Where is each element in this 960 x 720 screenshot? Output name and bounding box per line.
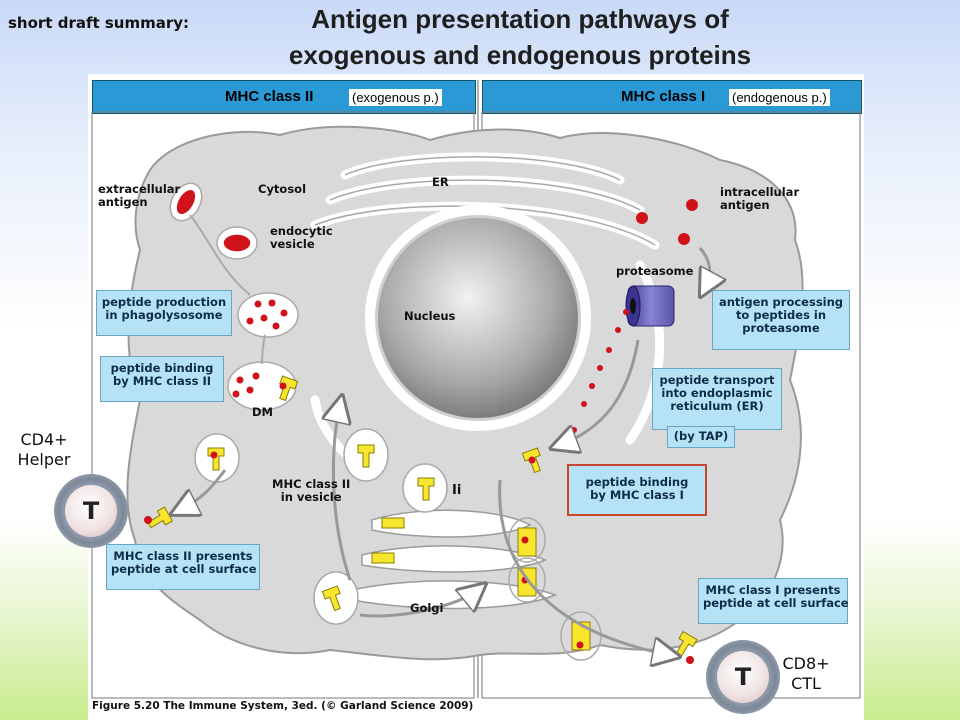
peptide-binding-class-i-box: peptide binding by MHC class I <box>567 464 707 516</box>
page-title-line2: exogenous and endogenous proteins <box>288 40 752 70</box>
cytosol-label: Cytosol <box>258 182 307 196</box>
golgi-label: Golgi <box>410 601 444 615</box>
extracellular-antigens <box>175 188 252 253</box>
dm-label: DM <box>252 405 273 419</box>
proteasome-label: proteasome <box>616 264 694 278</box>
golgi-apparatus <box>351 509 558 610</box>
endocytic-vesicle-label: endocytic vesicle <box>270 224 333 251</box>
mhc-class-ii-header: MHC class II (exogenous p.) <box>92 80 476 114</box>
intracellular-antigen-label: intracellular antigen <box>720 185 800 212</box>
cd8-t-cell: T <box>706 640 780 714</box>
mhc-class-i-header: MHC class I (endogenous p.) <box>482 80 862 114</box>
exogenous-subheading: (exogenous p.) <box>349 89 442 106</box>
cd8-t-cell-letter: T <box>717 651 769 703</box>
nucleus <box>378 218 578 418</box>
peptide-trail <box>571 309 629 433</box>
mhc-class-i-presents-box: MHC class I presents peptide at cell sur… <box>698 578 849 624</box>
endogenous-subheading: (endogenous p.) <box>729 89 830 106</box>
cd4-helper-label: CD4+ Helper <box>17 430 71 469</box>
ii-label: Ii <box>452 483 462 498</box>
by-tap-box: (by TAP) <box>667 426 735 448</box>
er-label: ER <box>432 175 449 189</box>
intracellular-antigens <box>636 199 698 245</box>
cd4-t-cell-letter: T <box>65 485 117 537</box>
nucleus-label: Nucleus <box>404 309 456 323</box>
cd4-t-cell: T <box>54 474 128 548</box>
mhc-class-ii-heading: MHC class II <box>225 88 314 105</box>
phagolysosome-peptides <box>232 299 288 398</box>
cd8-ctl-label: CD8+ CTL <box>782 654 830 693</box>
mhc-class-ii-presents-box: MHC class II presents peptide at cell su… <box>106 544 260 590</box>
page-title-line1: Antigen presentation pathways of <box>311 4 729 34</box>
extracellular-antigen-label: extracellular antigen <box>98 182 181 209</box>
antigen-processing-box: antigen processing to peptides in protea… <box>712 290 850 350</box>
peptide-transport-box: peptide transport into endoplasmic retic… <box>652 368 782 430</box>
peptide-production-box: peptide production in phagolysosome <box>96 290 232 336</box>
mhc-class-ii-vesicle-label: MHC class II in vesicle <box>272 477 351 504</box>
mhc-class-ii-molecules <box>147 375 435 612</box>
proteasome <box>625 285 675 327</box>
short-draft-summary-label: short draft summary: <box>8 14 190 32</box>
peptide-binding-class-ii-box: peptide binding by MHC class II <box>100 356 224 402</box>
figure-caption: Figure 5.20 The Immune System, 3ed. (© G… <box>92 700 474 712</box>
mhc-class-i-heading: MHC class I <box>621 88 706 105</box>
